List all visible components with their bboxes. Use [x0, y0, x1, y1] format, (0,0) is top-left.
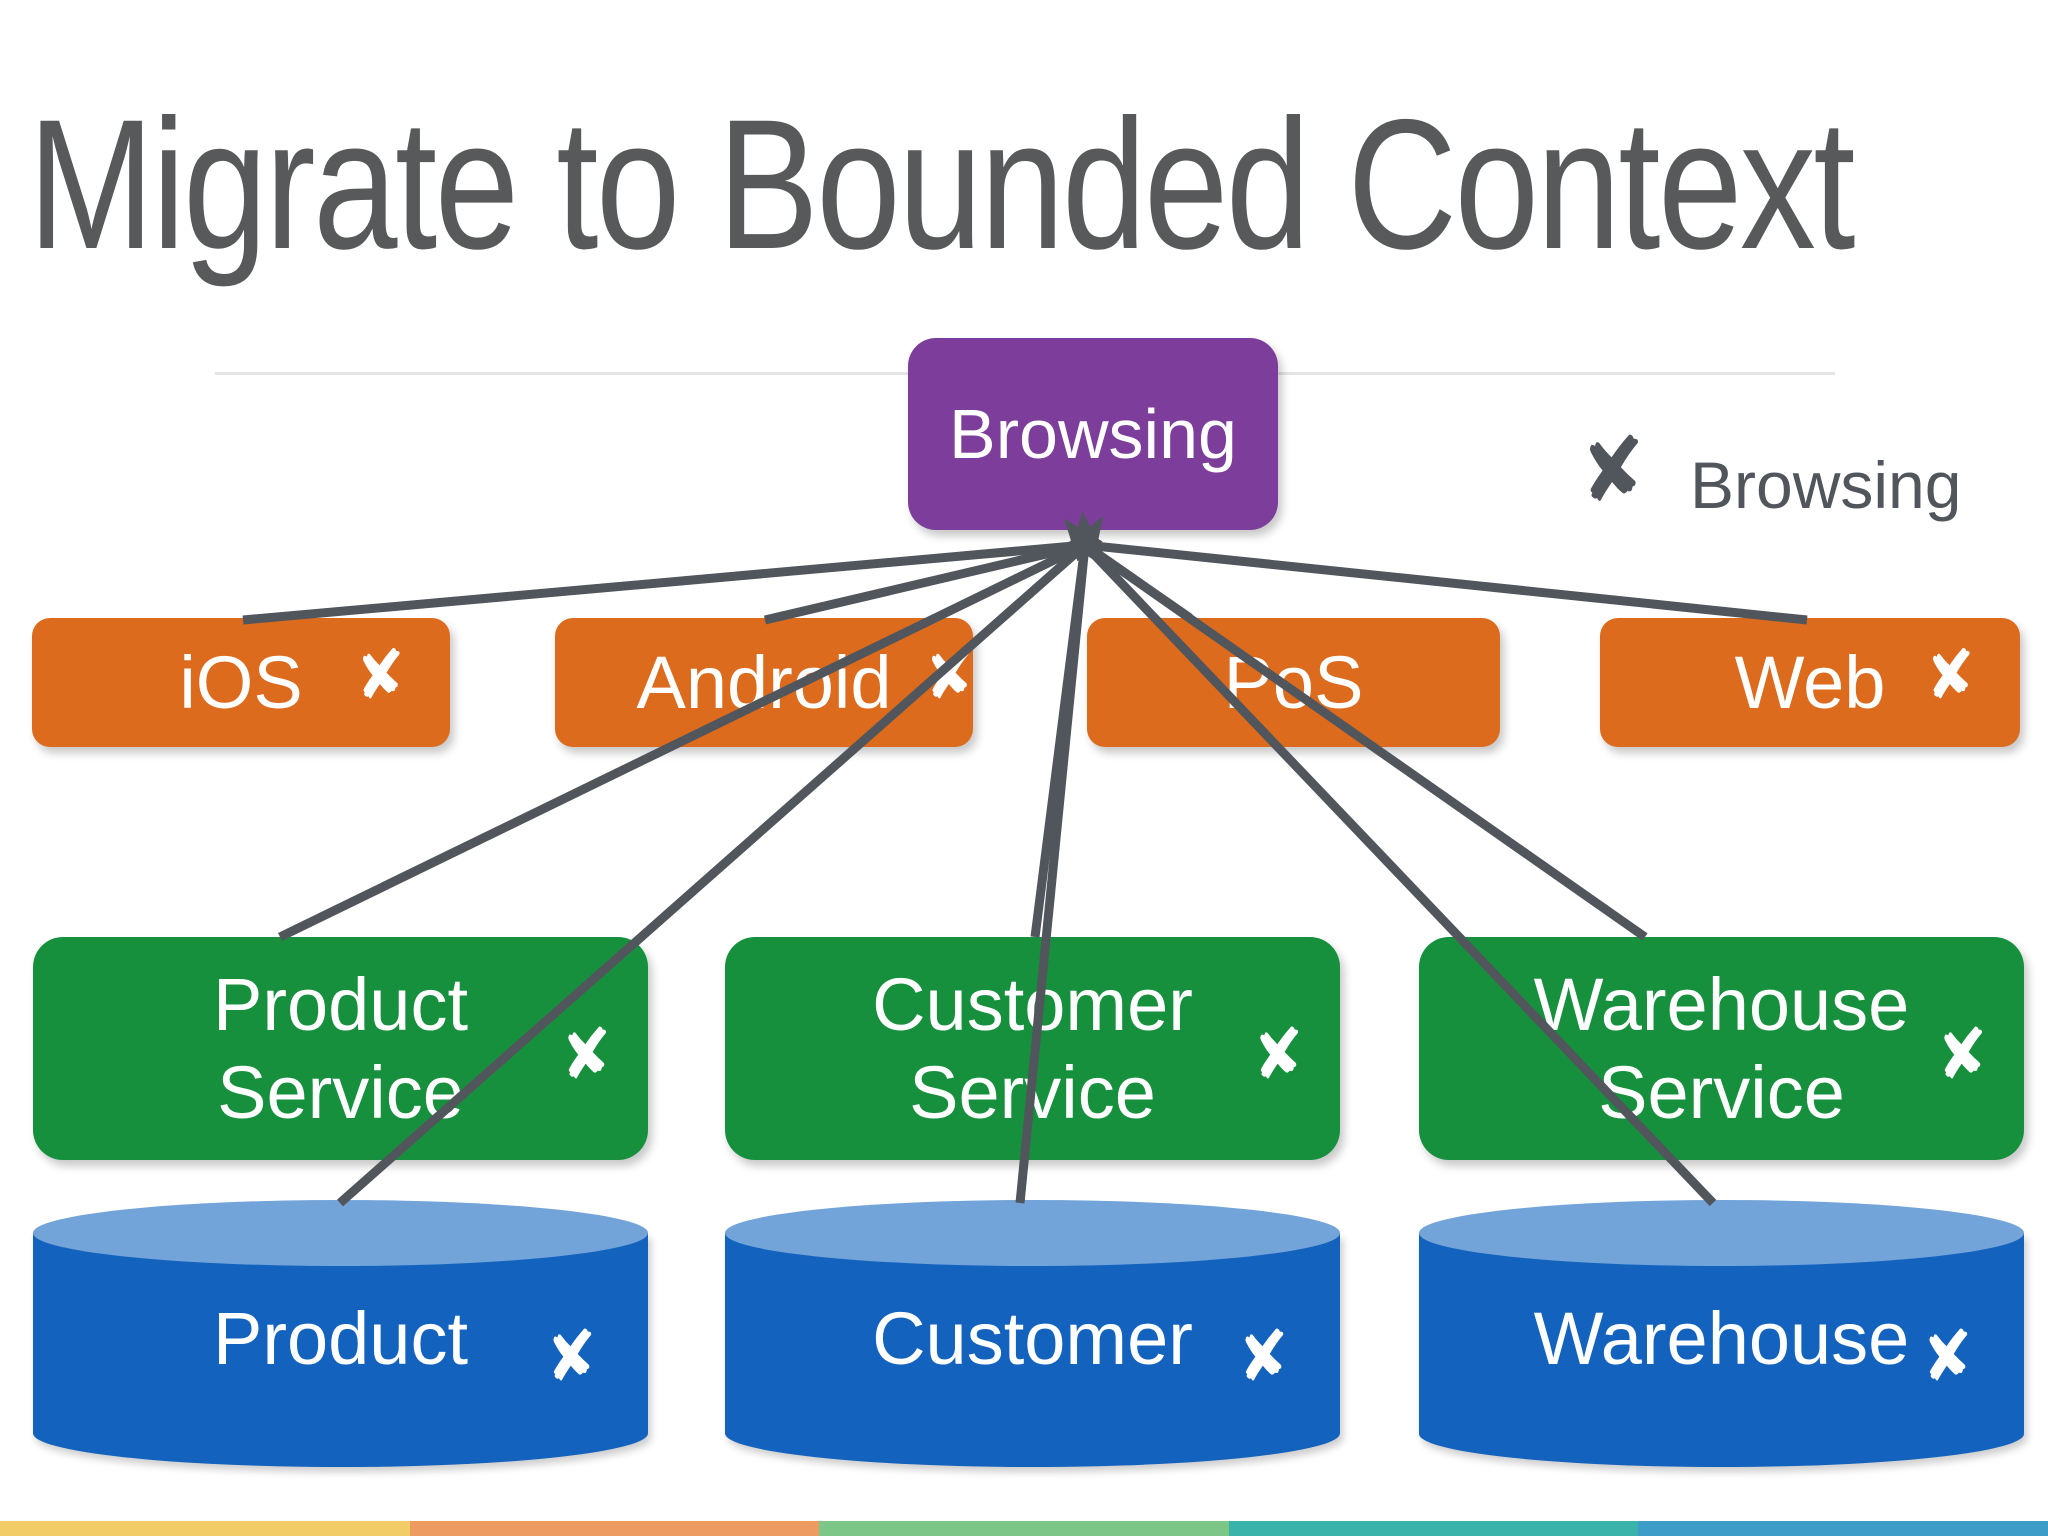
cross-icon: ✘: [1246, 1012, 1311, 1096]
db-cylinder-body: [1419, 1233, 2024, 1467]
connector-browsing-customer-service: [1030, 544, 1090, 938]
cross-icon: ✘: [919, 635, 982, 716]
node-ios: iOS ✘: [32, 618, 450, 747]
node-web: Web ✘: [1600, 618, 2020, 747]
cross-icon: ✘: [1231, 1314, 1296, 1399]
node-customer-service-label: Customer Service: [872, 963, 1193, 1134]
node-web-label: Web: [1734, 641, 1886, 724]
db-warehouse: Warehouse ✘: [1419, 1200, 2024, 1467]
node-pos-label: PoS: [1223, 641, 1364, 724]
cross-icon: ✘: [554, 1012, 619, 1096]
node-pos: PoS: [1087, 618, 1500, 747]
node-android: Android ✘: [555, 618, 981, 747]
node-warehouse-service-label: Warehouse Service: [1533, 963, 1910, 1134]
node-product-service: Product Service ✘: [33, 937, 648, 1160]
slide-title: Migrate to Bounded Context: [28, 82, 1855, 288]
footer-bar-segment: [1638, 1521, 2048, 1536]
cross-icon: ✘: [1920, 635, 1983, 716]
connector-browsing-web: [1084, 540, 1808, 625]
connector-browsing-android: [763, 540, 1087, 625]
cross-icon: ✘: [350, 635, 413, 716]
db-cylinder-body: [33, 1233, 648, 1467]
cross-icon: ✘: [1930, 1012, 1996, 1096]
db-cylinder-body: [725, 1233, 1340, 1467]
node-customer-service: Customer Service ✘: [725, 937, 1340, 1160]
db-cylinder-top: [725, 1200, 1340, 1266]
cross-icon: ✘: [1915, 1314, 1981, 1399]
db-customer: Customer ✘: [725, 1200, 1340, 1467]
db-cylinder-top: [33, 1200, 648, 1266]
footer-bar-segment: [1228, 1521, 1639, 1536]
node-android-label: Android: [636, 641, 892, 724]
node-browsing-label: Browsing: [949, 395, 1237, 473]
cross-icon: ✘: [539, 1314, 604, 1399]
footer-bar-segment: [409, 1521, 820, 1536]
legend-label: Browsing: [1690, 448, 1962, 522]
connector-browsing-pos: [1082, 541, 1193, 622]
node-product-service-label: Product Service: [212, 963, 469, 1134]
legend-cross-icon: ✘: [1572, 417, 1655, 523]
db-customer-label: Customer: [872, 1297, 1193, 1380]
node-warehouse-service: Warehouse Service ✘: [1419, 937, 2024, 1160]
node-browsing: Browsing: [908, 338, 1278, 530]
node-ios-label: iOS: [179, 641, 303, 724]
footer-color-bar: [0, 1521, 2048, 1536]
footer-bar-segment: [819, 1521, 1229, 1536]
db-warehouse-label: Warehouse: [1533, 1297, 1910, 1380]
db-product-label: Product: [212, 1297, 469, 1380]
db-product: Product ✘: [33, 1200, 648, 1467]
db-cylinder-top: [1419, 1200, 2024, 1266]
connector-browsing-ios: [242, 540, 1086, 625]
footer-bar-segment: [0, 1521, 410, 1536]
